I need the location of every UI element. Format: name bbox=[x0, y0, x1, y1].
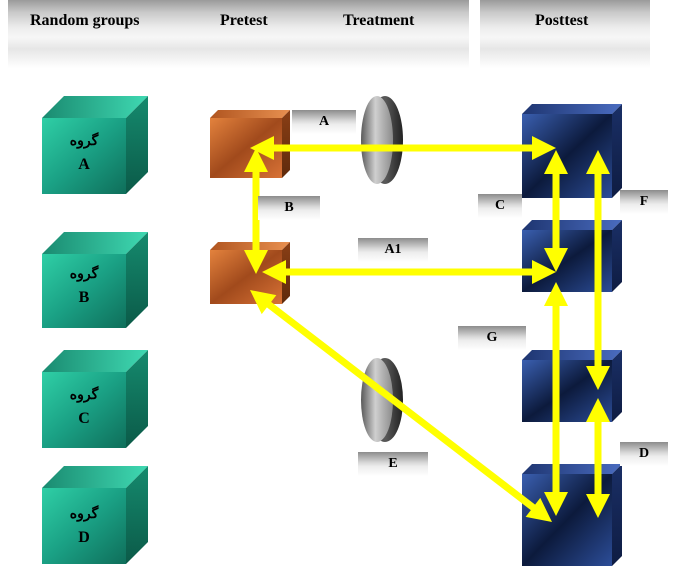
cube-group-a bbox=[42, 96, 148, 194]
group-a-label: گروه A bbox=[42, 133, 126, 174]
tag-b: B bbox=[258, 196, 320, 220]
group-c-word: گروه bbox=[69, 388, 99, 403]
arrow-posttest-b-to-posttest-d bbox=[544, 282, 568, 516]
group-d-letter: D bbox=[78, 529, 90, 546]
tag-a1: A1 bbox=[358, 238, 428, 262]
group-b-label: گروه B bbox=[42, 266, 126, 307]
tag-d: D bbox=[620, 442, 668, 466]
header-treatment: Treatment bbox=[343, 12, 415, 29]
group-b-word: گروه bbox=[69, 267, 99, 282]
tag-g: G bbox=[458, 326, 526, 350]
tag-c: C bbox=[478, 194, 522, 218]
group-a-word: گروه bbox=[69, 134, 99, 149]
tag-e: E bbox=[358, 452, 428, 476]
header-bar-right bbox=[480, 0, 650, 68]
group-d-word: گروه bbox=[69, 507, 99, 522]
cube-group-d bbox=[42, 466, 148, 564]
arrow-pretest-b-to-posttest-b bbox=[262, 260, 556, 284]
header-pretest: Pretest bbox=[220, 12, 268, 29]
arrow-pretest-a-to-posttest-a bbox=[250, 136, 556, 160]
arrow-pretest-b-to-posttest-d bbox=[250, 290, 552, 522]
group-d-label: گروه D bbox=[42, 506, 126, 547]
header-bar-left bbox=[8, 0, 469, 68]
arrow-posttest-a-to-posttest-c bbox=[586, 150, 610, 390]
header-posttest: Posttest bbox=[535, 12, 589, 29]
group-b-letter: B bbox=[78, 289, 90, 306]
arrow-pretest-a-to-pretest-b bbox=[244, 148, 268, 274]
group-c-label: گروه C bbox=[42, 387, 126, 428]
arrow-posttest-c-to-posttest-d bbox=[586, 398, 610, 518]
arrow-layer bbox=[244, 136, 610, 522]
group-c-letter: C bbox=[78, 410, 90, 427]
cube-group-c bbox=[42, 350, 148, 448]
cube-group-b bbox=[42, 232, 148, 328]
arrow-posttest-a-to-posttest-b bbox=[544, 150, 568, 272]
group-a-letter: A bbox=[78, 156, 90, 173]
tag-f: F bbox=[620, 190, 668, 214]
lens-treatment-top-icon bbox=[361, 96, 403, 184]
cube-posttest-c bbox=[522, 350, 622, 422]
tag-a: A bbox=[292, 110, 356, 134]
header-random-groups: Random groups bbox=[30, 12, 140, 29]
